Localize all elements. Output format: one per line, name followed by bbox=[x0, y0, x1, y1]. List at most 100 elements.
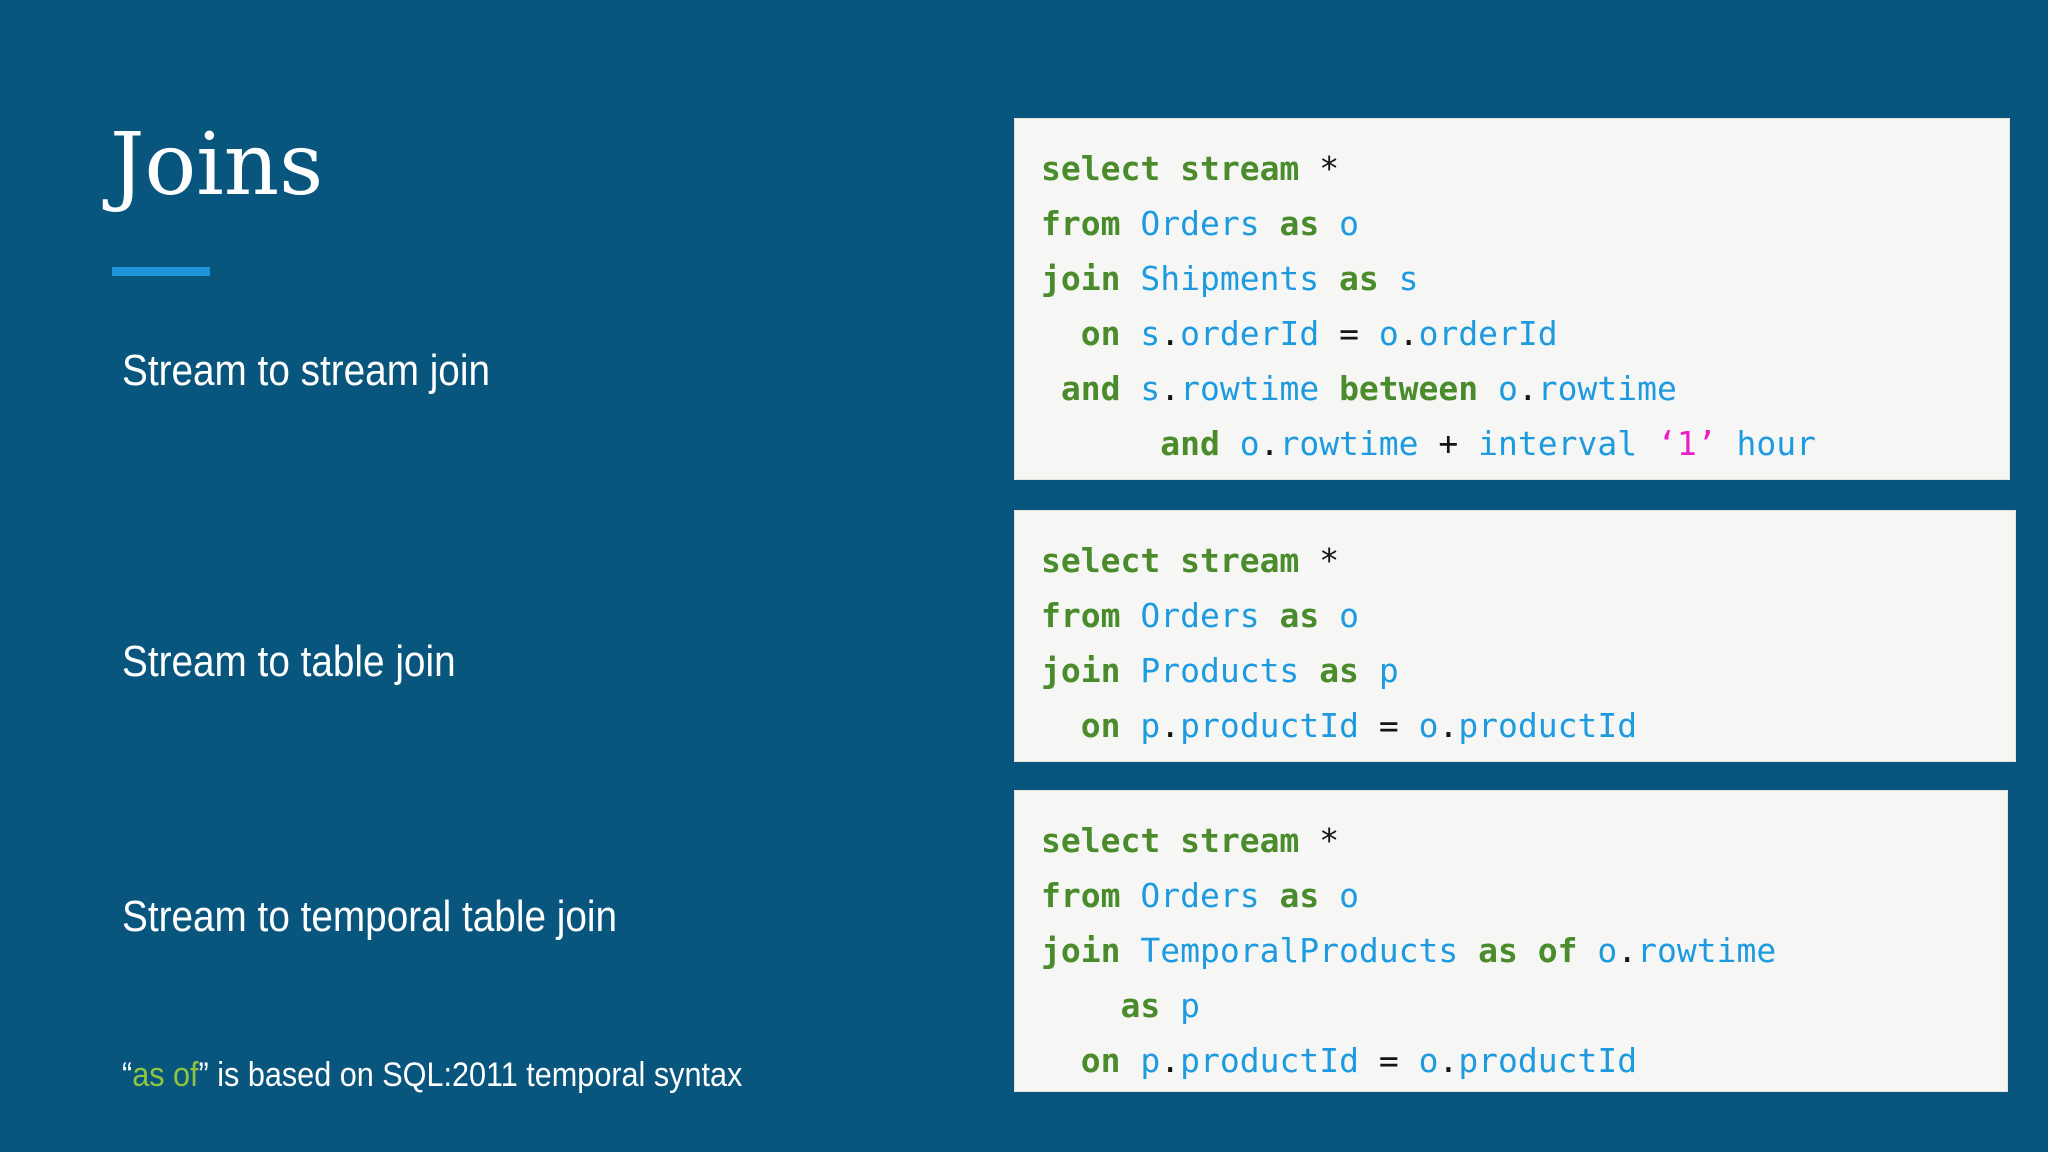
code-token-punc bbox=[1478, 369, 1498, 408]
code-token-punc bbox=[1319, 204, 1339, 243]
code-token-punc bbox=[1359, 651, 1379, 690]
code-token-kw: from bbox=[1041, 596, 1121, 635]
code-token-id: o bbox=[1339, 204, 1359, 243]
code-token-kw: as bbox=[1279, 596, 1320, 635]
code-token-id: p bbox=[1140, 1041, 1161, 1080]
code-token-punc bbox=[1319, 876, 1339, 915]
code-token-punc: . bbox=[1438, 1041, 1459, 1080]
code-token-id: o bbox=[1339, 876, 1359, 915]
code-token-punc: . bbox=[1617, 931, 1638, 970]
code-token-punc: . bbox=[1160, 1041, 1181, 1080]
code-token-id: o bbox=[1339, 596, 1359, 635]
code-token-punc bbox=[1160, 149, 1180, 188]
footnote: “as of” is based on SQL:2011 temporal sy… bbox=[122, 1056, 743, 1094]
code-token-id: o bbox=[1418, 706, 1439, 745]
code-token-punc bbox=[1299, 541, 1319, 580]
code-token-id: Orders bbox=[1140, 204, 1260, 243]
code-token-punc bbox=[1260, 204, 1280, 243]
code-token-id: TemporalProducts bbox=[1140, 931, 1459, 970]
code-token-kw: as bbox=[1279, 876, 1320, 915]
code-token-punc bbox=[1458, 424, 1478, 463]
code-token-id: rowtime bbox=[1537, 369, 1677, 408]
code-token-punc bbox=[1260, 876, 1280, 915]
code-token-punc: * bbox=[1319, 821, 1340, 860]
code-line: on s.orderId = o.orderId bbox=[1041, 306, 1983, 361]
code-token-kw: join bbox=[1041, 931, 1121, 970]
footnote-rest: is based on SQL:2011 temporal syntax bbox=[208, 1056, 743, 1094]
code-token-kw: on bbox=[1080, 314, 1121, 353]
code-token-punc bbox=[1041, 986, 1120, 1025]
code-token-kw: as bbox=[1339, 259, 1379, 298]
code-token-punc bbox=[1120, 651, 1140, 690]
code-token-punc: = bbox=[1339, 314, 1359, 353]
code-token-punc: = bbox=[1378, 706, 1399, 745]
code-token-punc bbox=[1120, 931, 1140, 970]
code-token-kw: and bbox=[1060, 369, 1121, 408]
code-token-punc: . bbox=[1160, 314, 1181, 353]
code-token-kw: select bbox=[1041, 149, 1161, 188]
code-token-punc bbox=[1319, 259, 1339, 298]
code-token-punc bbox=[1220, 424, 1240, 463]
code-line: join TemporalProducts as of o.rowtime bbox=[1041, 923, 1981, 978]
code-token-id: p bbox=[1180, 986, 1200, 1025]
code-line: join Shipments as s bbox=[1041, 251, 1983, 306]
code-token-punc bbox=[1041, 424, 1160, 463]
code-token-id: s bbox=[1398, 259, 1419, 298]
code-block-stream-to-stream-join: select stream * from Orders as o join Sh… bbox=[1014, 118, 2010, 480]
code-token-punc bbox=[1120, 876, 1140, 915]
code-token-id: Orders bbox=[1140, 876, 1260, 915]
code-token-punc: . bbox=[1517, 369, 1538, 408]
code-token-punc bbox=[1160, 541, 1180, 580]
code-token-punc bbox=[1379, 259, 1399, 298]
code-line: from Orders as o bbox=[1041, 868, 1981, 923]
code-token-kw: and bbox=[1160, 424, 1220, 463]
code-token-kw: stream bbox=[1180, 821, 1300, 860]
code-token-punc bbox=[1120, 596, 1140, 635]
code-token-id: productId bbox=[1458, 1041, 1638, 1080]
code-token-punc: . bbox=[1160, 706, 1181, 745]
code-token-punc bbox=[1160, 821, 1180, 860]
code-token-id: p bbox=[1140, 706, 1161, 745]
title-accent-rule bbox=[112, 267, 210, 276]
code-token-punc bbox=[1299, 149, 1319, 188]
code-token-id: rowtime bbox=[1180, 369, 1320, 408]
footnote-open-quote: “ bbox=[122, 1056, 133, 1094]
row-label-stream-to-table-join: Stream to table join bbox=[122, 637, 456, 686]
code-line: select stream * bbox=[1041, 141, 1983, 196]
code-token-kw: stream bbox=[1180, 541, 1300, 580]
code-token-punc bbox=[1120, 204, 1140, 243]
code-token-id: o bbox=[1239, 424, 1260, 463]
code-token-id: productId bbox=[1458, 706, 1638, 745]
code-token-id: orderId bbox=[1418, 314, 1558, 353]
code-token-kw: on bbox=[1080, 1041, 1121, 1080]
code-token-punc bbox=[1458, 931, 1478, 970]
code-block-stream-to-table-join: select stream * from Orders as o join Pr… bbox=[1014, 510, 2016, 762]
code-token-punc: * bbox=[1319, 149, 1340, 188]
code-token-kw: join bbox=[1041, 259, 1121, 298]
code-token-punc: . bbox=[1160, 369, 1181, 408]
code-token-punc bbox=[1121, 314, 1141, 353]
code-token-kw: as bbox=[1319, 651, 1359, 690]
code-token-kw: select bbox=[1041, 821, 1161, 860]
code-token-id: interval bbox=[1478, 424, 1638, 463]
footnote-highlight: as of bbox=[132, 1056, 199, 1094]
code-token-punc: = bbox=[1378, 1041, 1399, 1080]
code-token-kw: between bbox=[1339, 369, 1479, 408]
code-token-punc bbox=[1299, 821, 1319, 860]
code-line: from Orders as o bbox=[1041, 588, 1989, 643]
code-block-stream-to-temporal-table-join: select stream * from Orders as o join Te… bbox=[1014, 790, 2008, 1092]
code-token-punc bbox=[1319, 314, 1339, 353]
code-token-kw: stream bbox=[1180, 149, 1300, 188]
code-token-punc bbox=[1359, 706, 1379, 745]
code-token-kw: as bbox=[1478, 931, 1518, 970]
code-line: and s.rowtime between o.rowtime bbox=[1041, 361, 1983, 416]
code-line: and o.rowtime + interval ‘1’ hour bbox=[1041, 416, 1983, 471]
code-token-id: o bbox=[1378, 314, 1399, 353]
code-token-kw: from bbox=[1041, 204, 1121, 243]
code-token-punc: . bbox=[1259, 424, 1280, 463]
code-token-id: hour bbox=[1736, 424, 1816, 463]
code-token-id: Products bbox=[1140, 651, 1300, 690]
code-line: from Orders as o bbox=[1041, 196, 1983, 251]
code-token-punc bbox=[1717, 424, 1737, 463]
code-token-id: rowtime bbox=[1279, 424, 1419, 463]
